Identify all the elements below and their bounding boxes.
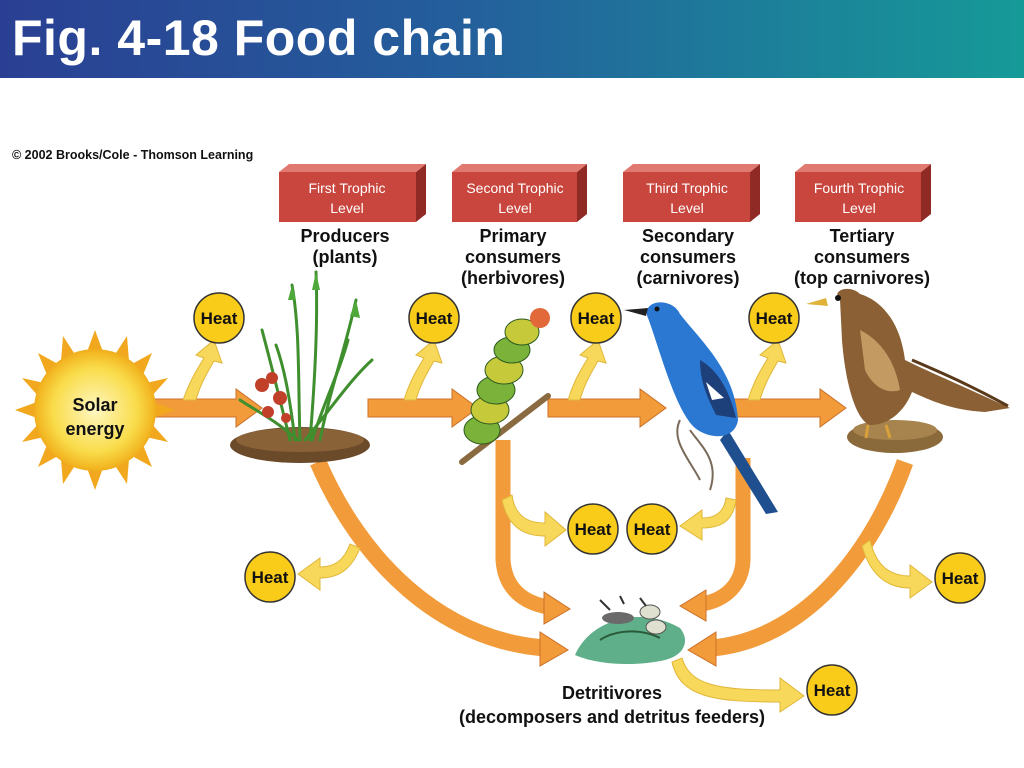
category-labels: Producers (plants) Primary consumers (he… (300, 226, 930, 288)
detritus-arrowhead-secondary (679, 589, 707, 622)
heat-arrow-producers-detritus (297, 543, 361, 591)
solar-label: Solar (72, 395, 117, 415)
detritivores-illustration (575, 595, 685, 665)
detritus-arrow-primary (495, 440, 550, 615)
energy-arrow-producers-to-primary (367, 388, 479, 428)
slide-title: Fig. 4-18 Food chain (12, 10, 506, 66)
heat-circles: Heat Heat Heat Heat Heat Heat Heat Heat (193, 292, 986, 716)
heat-arrow-producers (182, 339, 223, 401)
heat-circle-middle-right: Heat (626, 503, 678, 555)
trophic-level-2-line2: Level (498, 200, 531, 216)
detritus-arrowhead-tertiary (687, 631, 717, 667)
trophic-level-box-3: Third Trophic Level (623, 164, 760, 222)
trophic-level-4-line1: Fourth Trophic (814, 180, 904, 196)
heat-arrow-detritivores (671, 657, 805, 713)
detritus-arrowhead-primary (543, 591, 571, 625)
plants-label: (plants) (313, 247, 378, 267)
heat-arrow-tertiary-detritus (861, 539, 933, 599)
trophic-level-1-line2: Level (330, 200, 363, 216)
heat-arrow-tertiary (747, 339, 787, 401)
carnivores-label: (carnivores) (636, 268, 739, 288)
heat-circle-middle-left: Heat (567, 503, 619, 555)
heat-circle-bottom: Heat (806, 664, 858, 716)
trophic-level-4-line2: Level (842, 200, 875, 216)
plants-illustration (230, 270, 374, 463)
tertiary-consumers-label: consumers (814, 247, 910, 267)
trophic-level-2-line1: Second Trophic (466, 180, 563, 196)
heat-label-1: Heat (201, 309, 238, 328)
copyright-notice: © 2002 Brooks/Cole - Thomson Learning (12, 148, 254, 162)
trophic-level-3-line2: Level (670, 200, 703, 216)
heat-circle-secondary: Heat (570, 292, 622, 344)
heat-label-2: Heat (416, 309, 453, 328)
trophic-level-3-line1: Third Trophic (646, 180, 728, 196)
heat-label-5: Heat (575, 520, 612, 539)
heat-circle-primary: Heat (408, 292, 460, 344)
sun-icon: Solar energy (15, 330, 175, 490)
heat-label-4: Heat (756, 309, 793, 328)
title-bar: Fig. 4-18 Food chain (0, 0, 1024, 78)
energy-label: energy (65, 419, 124, 439)
detritus-arrow-secondary (700, 458, 751, 612)
energy-arrow-primary-to-secondary (547, 388, 667, 428)
heat-circle-lower-right: Heat (934, 552, 986, 604)
heat-arrow-secondary-detritus (679, 497, 737, 541)
heat-circle-lower-left: Heat (244, 551, 296, 603)
heat-label-7: Heat (252, 568, 289, 587)
primary-label: Primary (479, 226, 546, 246)
top-carnivores-label: (top carnivores) (794, 268, 930, 288)
detritus-arrowhead-producers (539, 631, 569, 667)
heat-arrow-secondary (567, 339, 607, 401)
heat-circle-tertiary: Heat (748, 292, 800, 344)
primary-consumers-label: consumers (465, 247, 561, 267)
heat-circle-producers: Heat (193, 292, 245, 344)
secondary-consumers-label: consumers (640, 247, 736, 267)
trophic-level-boxes: First Trophic Level Second Trophic Level… (279, 164, 931, 222)
detritivores-sublabel: (decomposers and detritus feeders) (459, 707, 765, 727)
hawk-illustration (806, 288, 1010, 453)
heat-label-9: Heat (814, 681, 851, 700)
trophic-level-1-line1: First Trophic (308, 180, 385, 196)
detritivores-label: Detritivores (562, 683, 662, 703)
energy-arrow-sun-to-producers (149, 388, 263, 428)
trophic-level-box-4: Fourth Trophic Level (795, 164, 931, 222)
heat-label-3: Heat (578, 309, 615, 328)
caterpillar-illustration (459, 308, 551, 465)
energy-arrow-secondary-to-tertiary (729, 388, 847, 428)
energy-flow-arrows (149, 388, 914, 667)
producers-label: Producers (300, 226, 389, 246)
trophic-level-box-1: First Trophic Level (279, 164, 426, 222)
blue-bird-illustration (624, 302, 778, 514)
detritus-arrow-producers (310, 458, 546, 657)
heat-arrow-primary (403, 339, 443, 401)
trophic-level-box-2: Second Trophic Level (452, 164, 587, 222)
tertiary-label: Tertiary (830, 226, 895, 246)
secondary-label: Secondary (642, 226, 734, 246)
heat-loss-arrows (182, 339, 933, 713)
heat-label-8: Heat (942, 569, 979, 588)
heat-arrow-primary-detritus (501, 494, 567, 548)
herbivores-label: (herbivores) (461, 268, 565, 288)
heat-label-6: Heat (634, 520, 671, 539)
detritus-arrow-tertiary (711, 459, 914, 657)
